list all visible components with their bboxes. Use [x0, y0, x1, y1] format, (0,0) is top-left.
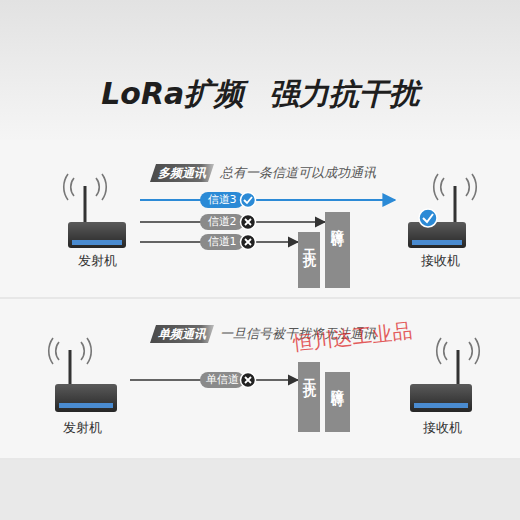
tag-fill [150, 325, 214, 343]
cross-circle [241, 235, 256, 250]
barrier-block: 干扰 [298, 232, 320, 288]
block-label: 障碍 [325, 378, 350, 390]
tag-text: 单频通讯 [150, 325, 214, 343]
tag-text: 多频通讯 [150, 164, 214, 182]
block-label: 障碍 [325, 218, 350, 230]
device-label: 接收机 [395, 419, 490, 437]
section-description: 总有一条信道可以成功通讯 [220, 164, 376, 182]
device-label: 发射机 [55, 252, 140, 270]
cross-lines [245, 239, 251, 245]
header-band [0, 0, 520, 140]
channel-label: 信道1 [200, 234, 244, 250]
channel-arrow [140, 199, 395, 201]
block-label: 干扰 [298, 368, 320, 380]
cross-mark [241, 235, 256, 250]
device-body [408, 222, 466, 248]
panel-divider [0, 298, 520, 299]
device-node: 发射机 [35, 345, 130, 437]
receiver-device [408, 174, 476, 248]
check-mark [241, 193, 256, 208]
device-body [55, 384, 117, 412]
cross-lines [245, 219, 251, 225]
receiver-device [410, 338, 479, 412]
tag-fill [150, 164, 214, 182]
barrier-block: 障碍 [325, 212, 350, 288]
device-strip [412, 240, 462, 245]
device-strip [72, 240, 122, 245]
check-tick [244, 197, 252, 203]
device-label: 发射机 [35, 419, 130, 437]
cross-circle [241, 215, 256, 230]
channel-label: 信道3 [200, 192, 244, 208]
device-node: 接收机 [395, 185, 485, 270]
section-description: 一旦信号被干扰将无法通讯 [220, 325, 376, 343]
antenna [84, 186, 87, 224]
section-tag: 单频通讯 [150, 325, 214, 343]
cross-mark [241, 373, 256, 388]
watermark: 恒川达工业品 [292, 321, 413, 351]
check-circle [241, 193, 256, 208]
device-body [410, 384, 472, 412]
device-node: 接收机 [395, 345, 490, 437]
page-title: LoRa扩频 强力抗干扰 [0, 74, 520, 115]
transmitter-device [64, 174, 126, 248]
cross-lines [245, 377, 251, 383]
device-strip [414, 403, 468, 408]
antenna [69, 350, 72, 386]
check-badge [419, 209, 437, 227]
panel-band [0, 140, 520, 460]
barrier-block: 干扰 [298, 362, 320, 432]
channel-label: 单信道 [200, 372, 244, 388]
cross-circle [241, 373, 256, 388]
panel-divider [0, 459, 520, 460]
device-node: 发射机 [55, 185, 140, 270]
channel-label: 信道2 [200, 214, 244, 230]
footer-band [0, 460, 520, 520]
barrier-block: 障碍 [325, 372, 350, 432]
device-strip [59, 403, 113, 408]
antenna [454, 186, 457, 224]
transmitter-device [49, 338, 117, 412]
block-label: 干扰 [298, 238, 320, 250]
device-label: 接收机 [395, 252, 485, 270]
antenna [457, 350, 460, 386]
cross-mark [241, 215, 256, 230]
check-circle [419, 209, 437, 227]
check-tick [423, 214, 433, 222]
section-tag: 多频通讯 [150, 164, 214, 182]
device-body [68, 222, 126, 248]
